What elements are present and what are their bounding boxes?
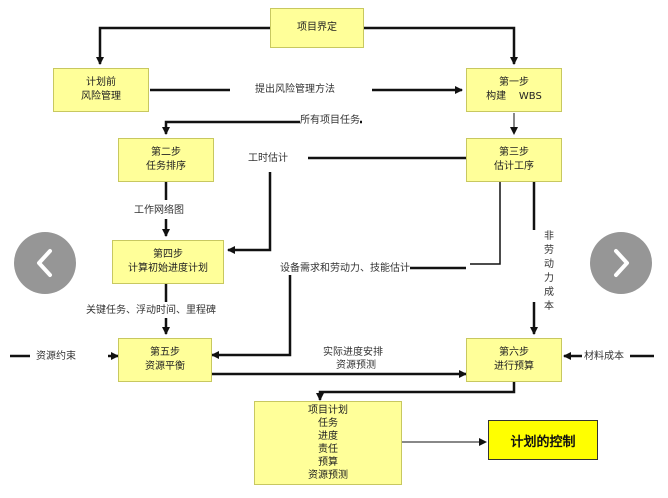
label-resource-forecast: 资源预测 <box>336 359 376 372</box>
plan-line-1: 项目计划 <box>308 405 348 416</box>
pre-risk-line-1: 计划前 <box>86 77 116 88</box>
label-non-labor-cost: 非劳动力成本 <box>543 230 555 314</box>
step6-line-1: 第六步 <box>499 347 529 358</box>
edge-step1-step2 <box>162 120 362 135</box>
step5-line-1: 第五步 <box>150 347 180 358</box>
step4-box: 第四步 计算初始进度计划 <box>112 240 224 284</box>
label-resource-constraint: 资源约束 <box>36 350 76 363</box>
edge-step3-step5-b <box>211 272 292 359</box>
step6-box: 第六步 进行预算 <box>466 338 562 382</box>
label-all-tasks: 所有项目任务 <box>300 114 360 127</box>
scope-line-1: 项目界定 <box>297 22 337 33</box>
step3-line-1: 第三步 <box>499 147 529 158</box>
step1-box: 第一步 构建 WBS <box>466 68 562 112</box>
edge-step3-step4-b <box>227 172 272 254</box>
plan-line-4: 责任 <box>318 444 338 455</box>
label-time-estimate: 工时估计 <box>248 152 288 165</box>
step2-box: 第二步 任务排序 <box>118 138 214 182</box>
chevron-left-icon <box>33 248 57 278</box>
plan-control-box: 计划的控制 <box>488 420 598 460</box>
step5-box: 第五步 资源平衡 <box>118 338 212 382</box>
step6-line-2: 进行预算 <box>494 361 534 372</box>
label-risk-methods: 提出风险管理方法 <box>255 83 335 96</box>
carousel-next-button[interactable] <box>590 232 652 294</box>
step2-line-2: 任务排序 <box>146 161 186 172</box>
scope-box: 项目界定 <box>270 8 364 48</box>
carousel-prev-button[interactable] <box>14 232 76 294</box>
pre-risk-line-2: 风险管理 <box>81 91 121 102</box>
step5-line-2: 资源平衡 <box>145 361 185 372</box>
step3-line-2: 估计工序 <box>494 161 534 172</box>
label-material-cost: 材料成本 <box>584 350 624 363</box>
step4-line-2: 计算初始进度计划 <box>128 263 208 274</box>
edge-scope-prerisk <box>96 26 270 65</box>
step4-line-1: 第四步 <box>153 249 183 260</box>
edge-scope-step1 <box>363 26 518 65</box>
plan-line-5: 预算 <box>318 457 338 468</box>
plan-line-2: 任务 <box>318 418 338 429</box>
step2-line-1: 第二步 <box>151 147 181 158</box>
plan-line-3: 进度 <box>318 431 338 442</box>
step1-line-1: 第一步 <box>499 77 529 88</box>
label-equipment: 设备需求和劳动力、技能估计 <box>280 262 410 275</box>
edge-step1-step6 <box>470 180 501 265</box>
step1-line-2: 构建 WBS <box>486 91 542 102</box>
plan-control-label: 计划的控制 <box>510 434 576 450</box>
pre-risk-box: 计划前 风险管理 <box>53 68 149 112</box>
chevron-right-icon <box>609 248 633 278</box>
label-critical: 关键任务、浮动时间、里程碑 <box>86 304 216 317</box>
plan-line-6: 资源预测 <box>308 470 348 481</box>
edge-step6-plan <box>316 374 516 401</box>
label-actual-schedule: 实际进度安排 <box>323 346 383 359</box>
step3-box: 第三步 估计工序 <box>466 138 562 182</box>
label-network: 工作网络图 <box>134 204 184 217</box>
project-plan-box: 项目计划 任务 进度 责任 预算 资源预测 <box>254 401 402 485</box>
